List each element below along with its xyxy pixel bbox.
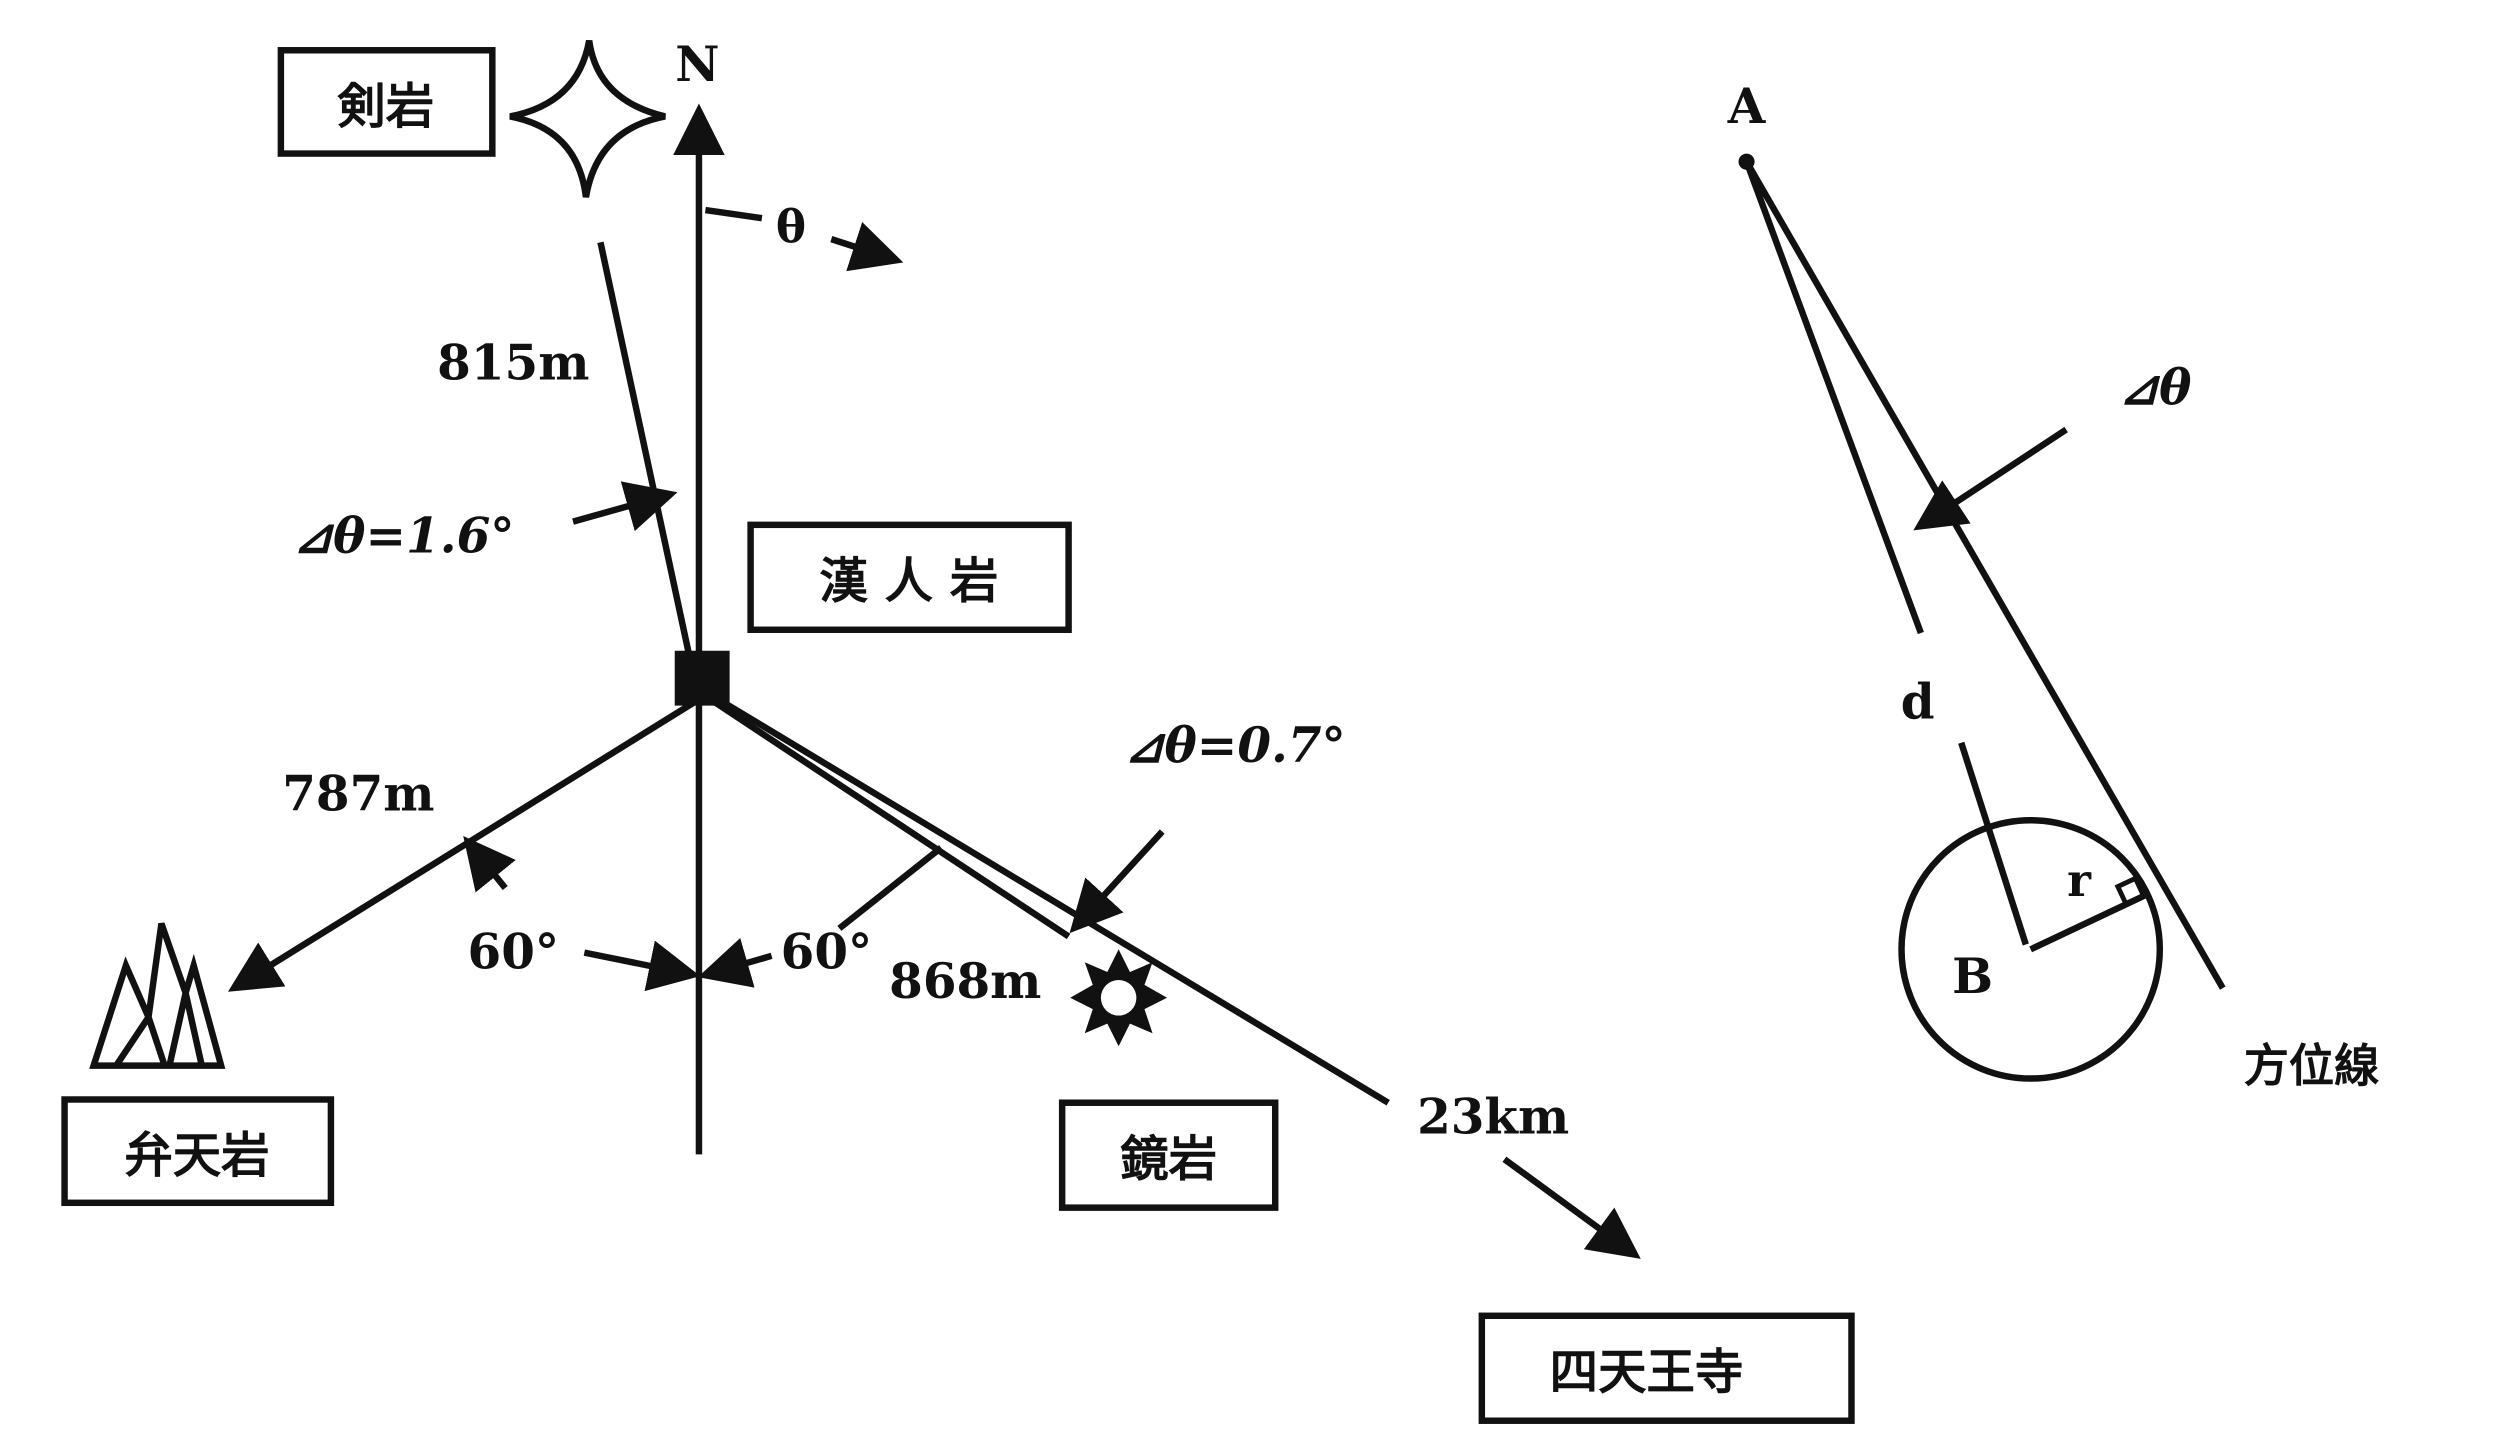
star-icon	[509, 39, 666, 198]
kagami-label: 鏡岩	[1120, 1131, 1217, 1187]
kagami-pointer	[1069, 829, 1165, 934]
kagami-distance: 868m	[889, 954, 1041, 1010]
shitennoji-label: 四天王寺	[1550, 1344, 1744, 1400]
bearing-line	[1743, 160, 2226, 990]
sun-icon	[1070, 949, 1168, 1047]
kanjin-box	[747, 521, 1072, 633]
kagami-box	[1058, 1099, 1279, 1211]
angle-left: 60°	[468, 925, 560, 981]
shitennoji-arrow	[1502, 1156, 1641, 1259]
angle-right: 60°	[781, 925, 873, 981]
kanjin-label: 漢 人 岩	[819, 553, 998, 609]
bearing-line-label: 方位線	[2244, 1040, 2380, 1093]
delta-theta-pointer	[572, 481, 678, 532]
tsurugi-box	[277, 47, 496, 157]
benten-label: 弁天岩	[124, 1128, 269, 1184]
benten-line	[227, 699, 696, 992]
point-b-label: B	[1952, 949, 1993, 1005]
delta-theta-tsurugi: ⊿θ=1.6°	[293, 508, 515, 564]
delta-theta-right-pointer	[1913, 426, 2068, 531]
right-angle-mark	[2114, 875, 2147, 908]
point-a-label: A	[1727, 79, 1767, 135]
theta-label: θ	[776, 200, 806, 253]
line-to-b	[1743, 160, 1924, 635]
benten-distance: 787m	[282, 767, 434, 823]
shitennoji-box	[1478, 1312, 1855, 1424]
mountain-icon	[89, 922, 226, 1069]
angle-left-arrow	[583, 940, 701, 992]
distance-label: d	[1901, 675, 1935, 731]
target-circle	[1898, 817, 2164, 1082]
theta-leader	[704, 206, 763, 222]
line-to-b-lower	[1958, 741, 2029, 946]
clockwise-arrow	[830, 221, 904, 272]
angle-right-leader	[837, 845, 944, 931]
radius-label: r	[2067, 854, 2092, 907]
delta-theta-right: ⊿θ	[2119, 360, 2193, 416]
delta-theta-kagami: ⊿θ=0.7°	[1124, 718, 1346, 774]
benten-box	[61, 1096, 335, 1207]
kagami-line	[708, 696, 1071, 940]
shitennoji-distance: 23km	[1417, 1089, 1569, 1145]
observation-point	[674, 650, 730, 706]
tsurugi-line	[597, 241, 698, 679]
tsurugi-label: 剣岩	[336, 79, 434, 135]
shitennoji-line	[708, 691, 1390, 1106]
tsurugi-distance: 815m	[437, 336, 589, 392]
benten-pointer	[463, 836, 516, 893]
angle-right-arrow	[697, 938, 773, 988]
north-label: N	[675, 37, 719, 93]
